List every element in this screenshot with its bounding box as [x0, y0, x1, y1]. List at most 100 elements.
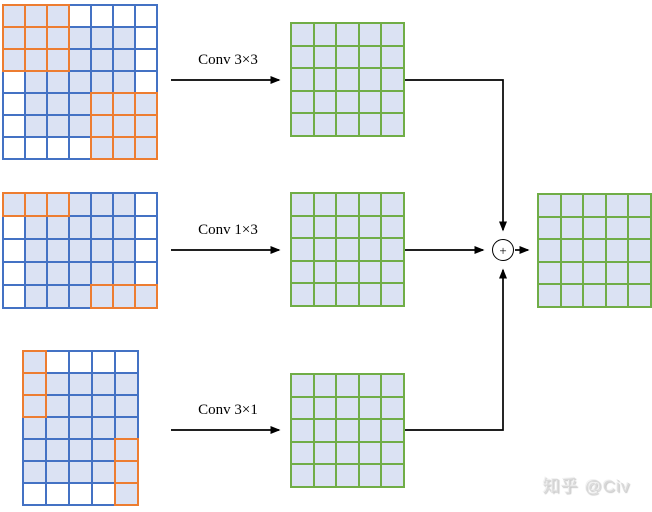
grid-cell: [68, 394, 93, 418]
grid-cell: [357, 112, 382, 137]
grid-cell: [112, 92, 136, 116]
grid-cell: [46, 26, 70, 50]
grid-cell: [22, 416, 47, 440]
grid-cell: [559, 260, 584, 285]
grid-cell: [312, 67, 337, 92]
grid-cell: [68, 416, 93, 440]
grid-cell: [357, 440, 382, 465]
grid-cell: [290, 395, 315, 420]
grid-cell: [380, 192, 405, 217]
grid-cell: [537, 193, 562, 218]
grid-cell: [380, 44, 405, 69]
grid-cell: [380, 282, 405, 307]
grid-cell: [312, 373, 337, 398]
grid-cell: [24, 26, 48, 50]
grid-cell: [134, 136, 158, 160]
grid-cell: [582, 193, 607, 218]
grid-cell: [46, 4, 70, 28]
grid-cell: [290, 214, 315, 239]
grid-cell: [357, 282, 382, 307]
grid-cell: [46, 136, 70, 160]
grid-cell: [112, 192, 136, 217]
grid-cell: [380, 22, 405, 47]
grid-cell: [24, 238, 48, 263]
grid-cell: [290, 44, 315, 69]
grid-cell: [68, 48, 92, 72]
grid-cell: [312, 395, 337, 420]
arrow-top-branch-to-sum: [404, 79, 507, 232]
grid-cell: [2, 26, 26, 50]
grid-cell: [134, 70, 158, 94]
grid-cell: [68, 482, 93, 506]
grid-cell: [68, 4, 92, 28]
output-grid-3x1-branch: [290, 373, 405, 488]
grid-cell: [312, 418, 337, 443]
grid-cell: [90, 92, 114, 116]
grid-cell: [335, 463, 360, 488]
grid-cell: [335, 67, 360, 92]
grid-cell: [46, 215, 70, 240]
grid-cell: [312, 89, 337, 114]
grid-cell: [45, 350, 70, 374]
grid-cell: [24, 284, 48, 309]
watermark: 知乎 @Civ: [543, 477, 631, 496]
grid-cell: [112, 238, 136, 263]
grid-cell: [290, 282, 315, 307]
grid-cell: [46, 261, 70, 286]
grid-cell: [357, 192, 382, 217]
grid-cell: [537, 238, 562, 263]
grid-cell: [91, 438, 116, 462]
grid-cell: [335, 259, 360, 284]
grid-cell: [46, 92, 70, 116]
grid-cell: [537, 215, 562, 240]
grid-cell: [112, 48, 136, 72]
grid-cell: [582, 283, 607, 308]
grid-cell: [627, 215, 652, 240]
grid-cell: [582, 215, 607, 240]
grid-cell: [559, 193, 584, 218]
grid-cell: [312, 192, 337, 217]
grid-cell: [290, 259, 315, 284]
grid-cell: [46, 48, 70, 72]
conv-3x1-label: Conv 3×1: [198, 402, 258, 418]
grid-cell: [112, 26, 136, 50]
grid-cell: [604, 193, 629, 218]
grid-cell: [90, 238, 114, 263]
grid-cell: [290, 192, 315, 217]
grid-cell: [90, 70, 114, 94]
grid-cell: [134, 215, 158, 240]
grid-cell: [112, 215, 136, 240]
grid-cell: [2, 192, 26, 217]
grid-cell: [68, 438, 93, 462]
grid-cell: [68, 215, 92, 240]
grid-cell: [627, 193, 652, 218]
grid-cell: [335, 237, 360, 262]
grid-cell: [112, 4, 136, 28]
grid-cell: [2, 4, 26, 28]
grid-cell: [45, 394, 70, 418]
grid-cell: [68, 114, 92, 138]
grid-cell: [335, 112, 360, 137]
grid-cell: [90, 215, 114, 240]
grid-cell: [112, 70, 136, 94]
grid-cell: [134, 192, 158, 217]
grid-cell: [91, 460, 116, 484]
grid-cell: [582, 260, 607, 285]
grid-cell: [2, 238, 26, 263]
grid-cell: [114, 372, 139, 396]
grid-cell: [45, 372, 70, 396]
grid-cell: [68, 372, 93, 396]
grid-cell: [90, 261, 114, 286]
grid-cell: [114, 482, 139, 506]
grid-cell: [335, 44, 360, 69]
grid-cell: [134, 238, 158, 263]
grid-cell: [290, 440, 315, 465]
output-grid-sum: [537, 193, 652, 308]
grid-cell: [112, 136, 136, 160]
grid-cell: [22, 482, 47, 506]
grid-cell: [357, 22, 382, 47]
grid-cell: [91, 416, 116, 440]
grid-cell: [134, 4, 158, 28]
grid-cell: [114, 416, 139, 440]
